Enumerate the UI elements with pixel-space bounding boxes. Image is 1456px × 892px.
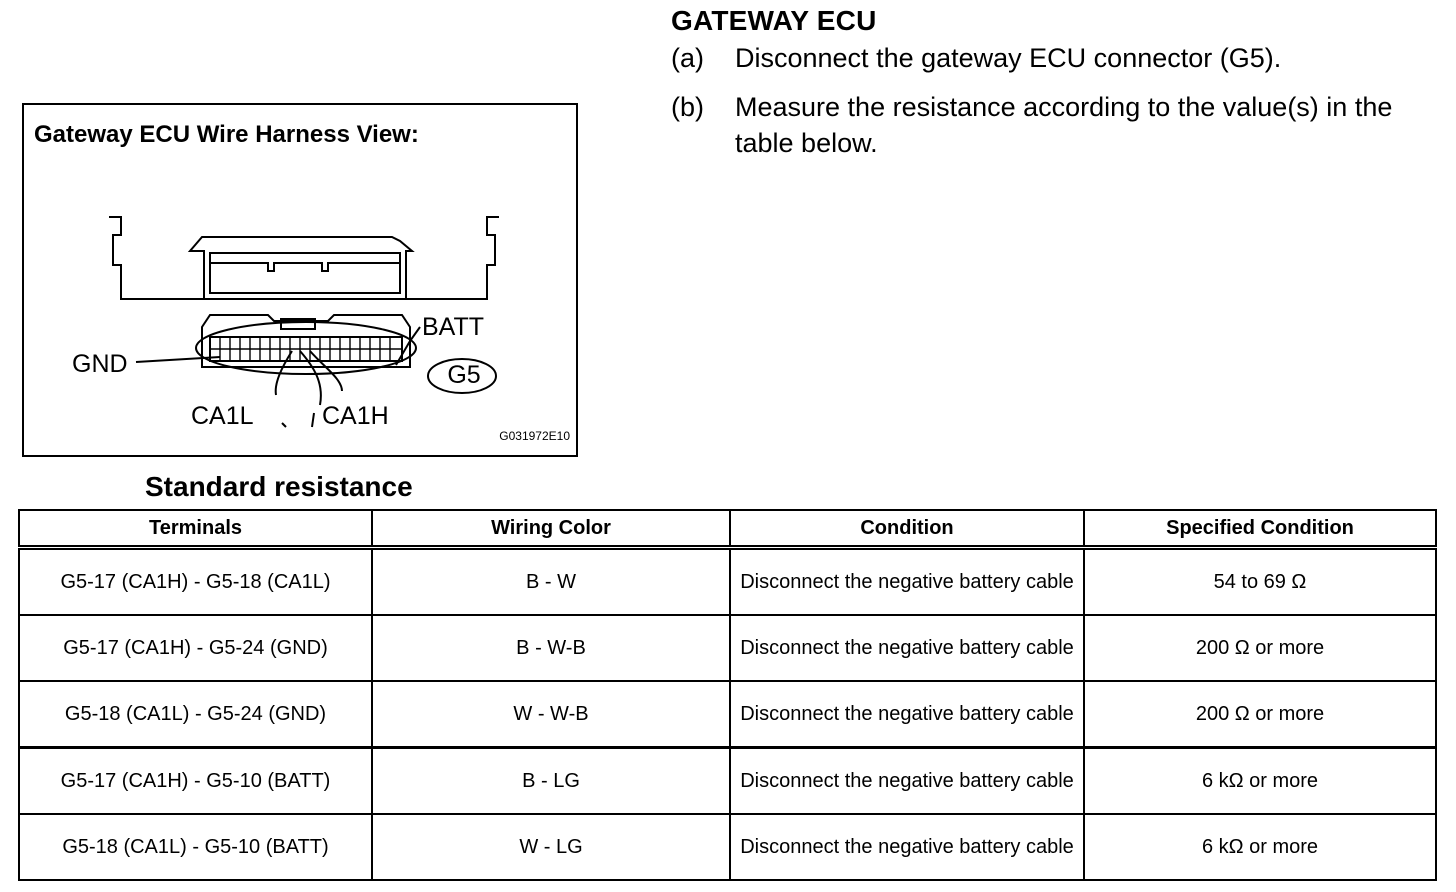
wire-harness-figure: Gateway ECU Wire Harness View: BATT GND …	[22, 103, 578, 457]
cell-terminals: G5-18 (CA1L) - G5-10 (BATT)	[18, 813, 373, 881]
cell-terminals: G5-17 (CA1H) - G5-18 (CA1L)	[18, 546, 373, 616]
standard-resistance-table: Terminals Wiring Color Condition Specifi…	[18, 509, 1437, 881]
step-b-label: (b)	[671, 92, 704, 122]
ecu-connector-outline	[187, 236, 415, 300]
cell-condition: Disconnect the negative battery cable	[729, 614, 1085, 682]
cell-wiring-color: W - LG	[371, 813, 731, 881]
cell-condition: Disconnect the negative battery cable	[729, 813, 1085, 881]
cell-specified-condition: 200 Ω or more	[1083, 614, 1437, 682]
terminal-cells	[210, 337, 402, 361]
table-row: G5-18 (CA1L) - G5-10 (BATT) W - LG Disco…	[18, 813, 1437, 881]
step-a-label: (a)	[671, 43, 704, 73]
table-row: G5-18 (CA1L) - G5-24 (GND) W - W-B Disco…	[18, 680, 1437, 749]
cell-wiring-color: W - W-B	[371, 680, 731, 749]
ca1h-leader	[299, 350, 322, 406]
gnd-label: GND	[72, 350, 128, 378]
ca1h-tick	[311, 412, 315, 428]
table-title: Standard resistance	[145, 471, 413, 502]
cell-condition: Disconnect the negative battery cable	[729, 746, 1085, 815]
cell-specified-condition: 200 Ω or more	[1083, 680, 1437, 749]
table-header-row: Terminals Wiring Color Condition Specifi…	[18, 509, 1437, 550]
connector-id-label: G5	[447, 361, 481, 389]
ca1l-tick	[281, 422, 287, 428]
harness-connector-outline	[201, 314, 411, 368]
cell-wiring-color: B - LG	[371, 746, 731, 815]
cell-specified-condition: 6 kΩ or more	[1083, 746, 1437, 815]
ecu-connector-inner	[209, 252, 401, 294]
table-row: G5-17 (CA1H) - G5-24 (GND) B - W-B Disco…	[18, 614, 1437, 682]
figure-title: Gateway ECU Wire Harness View:	[34, 121, 419, 148]
cell-condition: Disconnect the negative battery cable	[729, 680, 1085, 749]
cell-terminals: G5-17 (CA1H) - G5-10 (BATT)	[18, 746, 373, 815]
connector-diagram	[109, 216, 499, 428]
table-row: G5-17 (CA1H) - G5-18 (CA1L) B - W Discon…	[18, 546, 1437, 616]
step-a-text: Disconnect the gateway ECU connector (G5…	[735, 43, 1282, 73]
batt-leader	[395, 326, 421, 366]
ca1l-leader	[274, 350, 293, 396]
harness-bracket	[109, 216, 499, 300]
gnd-leader	[135, 356, 221, 363]
step-b-text: Measure the resistance according to the …	[735, 92, 1393, 158]
header-wiring-color: Wiring Color	[371, 509, 731, 550]
cell-condition: Disconnect the negative battery cable	[729, 546, 1085, 616]
header-specified-condition: Specified Condition	[1083, 509, 1437, 550]
g5-oval	[427, 358, 497, 394]
ecu-connector-keys	[210, 262, 400, 272]
cell-specified-condition: 6 kΩ or more	[1083, 813, 1437, 881]
cell-wiring-color: B - W-B	[371, 614, 731, 682]
header-condition: Condition	[729, 509, 1085, 550]
ca1h-label: CA1H	[322, 402, 389, 430]
batt-label: BATT	[422, 313, 485, 341]
header-terminals: Terminals	[18, 509, 373, 550]
cell-specified-condition: 54 to 69 Ω	[1083, 546, 1437, 616]
terminal-highlight	[195, 321, 417, 375]
cell-wiring-color: B - W	[371, 546, 731, 616]
figure-code: G031972E10	[499, 429, 570, 443]
ca1l-label: CA1L	[191, 402, 254, 430]
cell-terminals: G5-17 (CA1H) - G5-24 (GND)	[18, 614, 373, 682]
section-title: GATEWAY ECU	[671, 5, 877, 36]
step-b: (b) Measure the resistance according to …	[671, 89, 1451, 165]
table-row: G5-17 (CA1H) - G5-10 (BATT) B - LG Disco…	[18, 746, 1437, 815]
ca1h-leader-2	[309, 350, 343, 392]
step-a: (a) Disconnect the gateway ECU connector…	[671, 40, 1451, 80]
cell-terminals: G5-18 (CA1L) - G5-24 (GND)	[18, 680, 373, 749]
